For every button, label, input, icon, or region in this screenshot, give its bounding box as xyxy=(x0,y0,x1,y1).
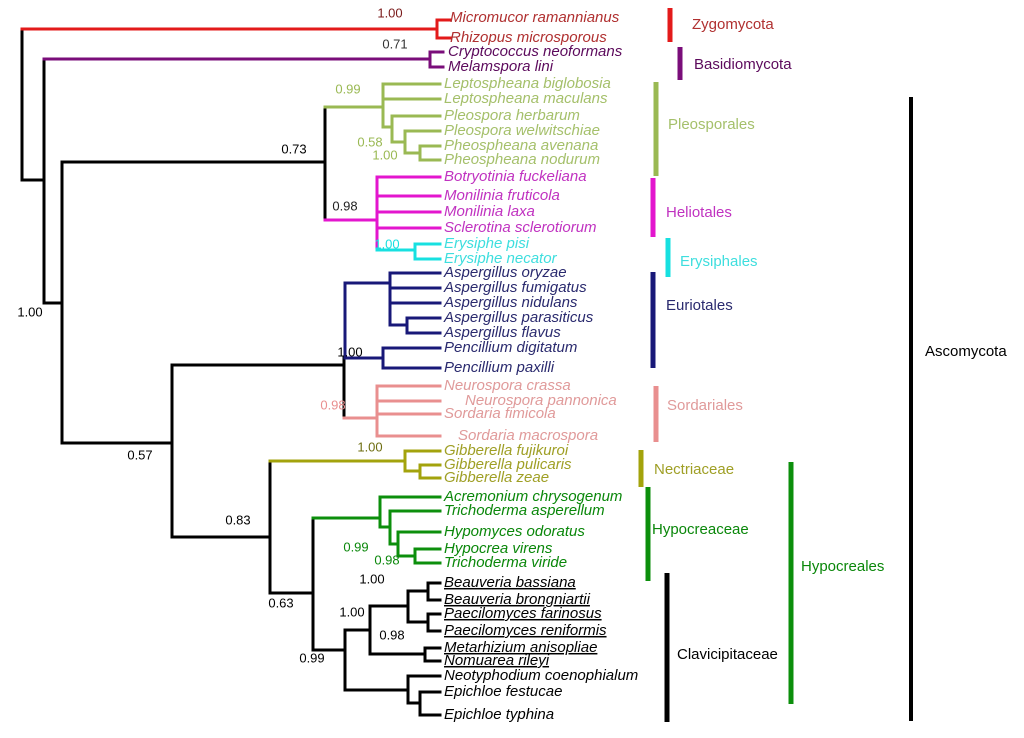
bootstrap-label: 1.00 xyxy=(359,571,384,586)
tip-label: Pheospheana nodurum xyxy=(444,151,600,168)
tip-label: Acremonium chrysogenum xyxy=(443,488,622,505)
tip-label: Neurospora crassa xyxy=(444,377,571,394)
bootstrap-label: 0.99 xyxy=(343,539,368,554)
tip-label: Pencillium paxilli xyxy=(444,359,555,376)
clade-bars-group xyxy=(638,8,913,722)
tip-label: Erysiphe pisi xyxy=(444,235,530,252)
clade-label-heliotales: Heliotales xyxy=(666,204,732,221)
tip-label: Gibberella zeae xyxy=(444,469,549,486)
branch-lines-group xyxy=(20,18,452,717)
tip-label: Beauveria brongniartii xyxy=(444,591,591,608)
bootstrap-label: 0.57 xyxy=(127,447,152,462)
tip-label: Nomuarea rileyi xyxy=(444,652,550,669)
bootstrap-label: 0.73 xyxy=(281,141,306,156)
bootstrap-label: 1.00 xyxy=(339,604,364,619)
tip-label: Epichloe typhina xyxy=(444,706,554,723)
clade-label-euriotales: Euriotales xyxy=(666,297,733,314)
tip-label: Botryotinia fuckeliana xyxy=(444,168,587,185)
clade-label-hypocreales: Hypocreales xyxy=(801,558,884,575)
tip-label: Pencillium digitatum xyxy=(444,339,577,356)
clade-label-ascomycota: Ascomycota xyxy=(925,343,1007,360)
clade-label-hypocreaceae: Hypocreaceae xyxy=(652,521,749,538)
tip-label: Hypomyces odoratus xyxy=(444,523,585,540)
tip-label: Neotyphodium coenophialum xyxy=(444,667,638,684)
tip-label: Melamspora lini xyxy=(448,58,554,75)
bootstrap-label: 1.00 xyxy=(337,344,362,359)
bootstrap-label: 0.98 xyxy=(379,627,404,642)
tip-label: Pleospora herbarum xyxy=(444,107,580,124)
clade-label-clavicipitaceae: Clavicipitaceae xyxy=(677,646,778,663)
bootstrap-label: 0.71 xyxy=(382,36,407,51)
clade-labels-group: ZygomycotaBasidiomycotaPleosporalesHelio… xyxy=(652,16,1007,663)
tip-label: Rhizopus microsporous xyxy=(450,29,607,46)
tip-label: Pleospora welwitschiae xyxy=(444,122,600,139)
bootstrap-label: 0.83 xyxy=(225,512,250,527)
tip-label: Gibberella pulicaris xyxy=(444,456,572,473)
tip-label: Aspergillus oryzae xyxy=(443,264,567,281)
tip-label: Pheospheana avenana xyxy=(444,137,598,154)
tip-label: Epichloe festucae xyxy=(444,683,562,700)
tip-label: Sordaria fimicola xyxy=(444,405,556,422)
tip-label: Sclerotina sclerotiorum xyxy=(444,219,597,236)
bootstrap-label: 0.98 xyxy=(332,198,357,213)
tip-label: Erysiphe necator xyxy=(444,250,558,267)
bootstrap-label: 0.63 xyxy=(268,595,293,610)
tip-label: Trichoderma viride xyxy=(444,554,567,571)
tip-label: Beauveria bassiana xyxy=(444,574,576,591)
tip-label: Metarhizium anisopliae xyxy=(444,639,597,656)
bootstrap-label: 1.00 xyxy=(357,439,382,454)
tip-label: Neurospora pannonica xyxy=(465,392,617,409)
clade-label-sordariales: Sordariales xyxy=(667,397,743,414)
bootstrap-label: 0.99 xyxy=(335,81,360,96)
tip-label: Aspergillus fumigatus xyxy=(443,279,587,296)
tip-label: Micromucor ramannianus xyxy=(450,9,620,26)
bootstrap-label: 0.98 xyxy=(374,552,399,567)
bootstrap-label: 1.00 xyxy=(374,236,399,251)
clade-label-zygomycota: Zygomycota xyxy=(692,16,774,33)
bootstrap-label: 1.00 xyxy=(17,304,42,319)
tip-label: Hypocrea virens xyxy=(444,540,553,557)
tip-label: Aspergillus flavus xyxy=(443,324,561,341)
tip-label: Leptospheana maculans xyxy=(444,90,608,107)
tip-label: Monilinia fruticola xyxy=(444,187,560,204)
bootstrap-label: 0.58 xyxy=(357,134,382,149)
clade-label-pleosporales: Pleosporales xyxy=(668,116,755,133)
bootstrap-label: 1.00 xyxy=(377,5,402,20)
clade-label-erysiphales: Erysiphales xyxy=(680,253,758,270)
bootstrap-label: 0.98 xyxy=(320,397,345,412)
tip-label: Aspergillus parasiticus xyxy=(443,309,594,326)
tip-label: Paecilomyces reniformis xyxy=(444,622,607,639)
clade-label-nectriaceae: Nectriaceae xyxy=(654,461,734,478)
tip-label: Sordaria macrospora xyxy=(458,427,598,444)
tip-label: Monilinia laxa xyxy=(444,203,535,220)
tip-label: Cryptococcus neoformans xyxy=(448,43,623,60)
clade-label-basidiomycota: Basidiomycota xyxy=(694,56,792,73)
tip-label: Gibberella fujikuroi xyxy=(444,442,569,459)
tip-label: Paecilomyces farinosus xyxy=(444,605,602,622)
bootstrap-label: 1.00 xyxy=(372,147,397,162)
tip-label: Aspergillus nidulans xyxy=(443,294,578,311)
tip-label: Leptospheana biglobosia xyxy=(444,75,611,92)
bootstrap-label: 0.99 xyxy=(299,650,324,665)
tip-label: Trichoderma asperellum xyxy=(444,502,605,519)
